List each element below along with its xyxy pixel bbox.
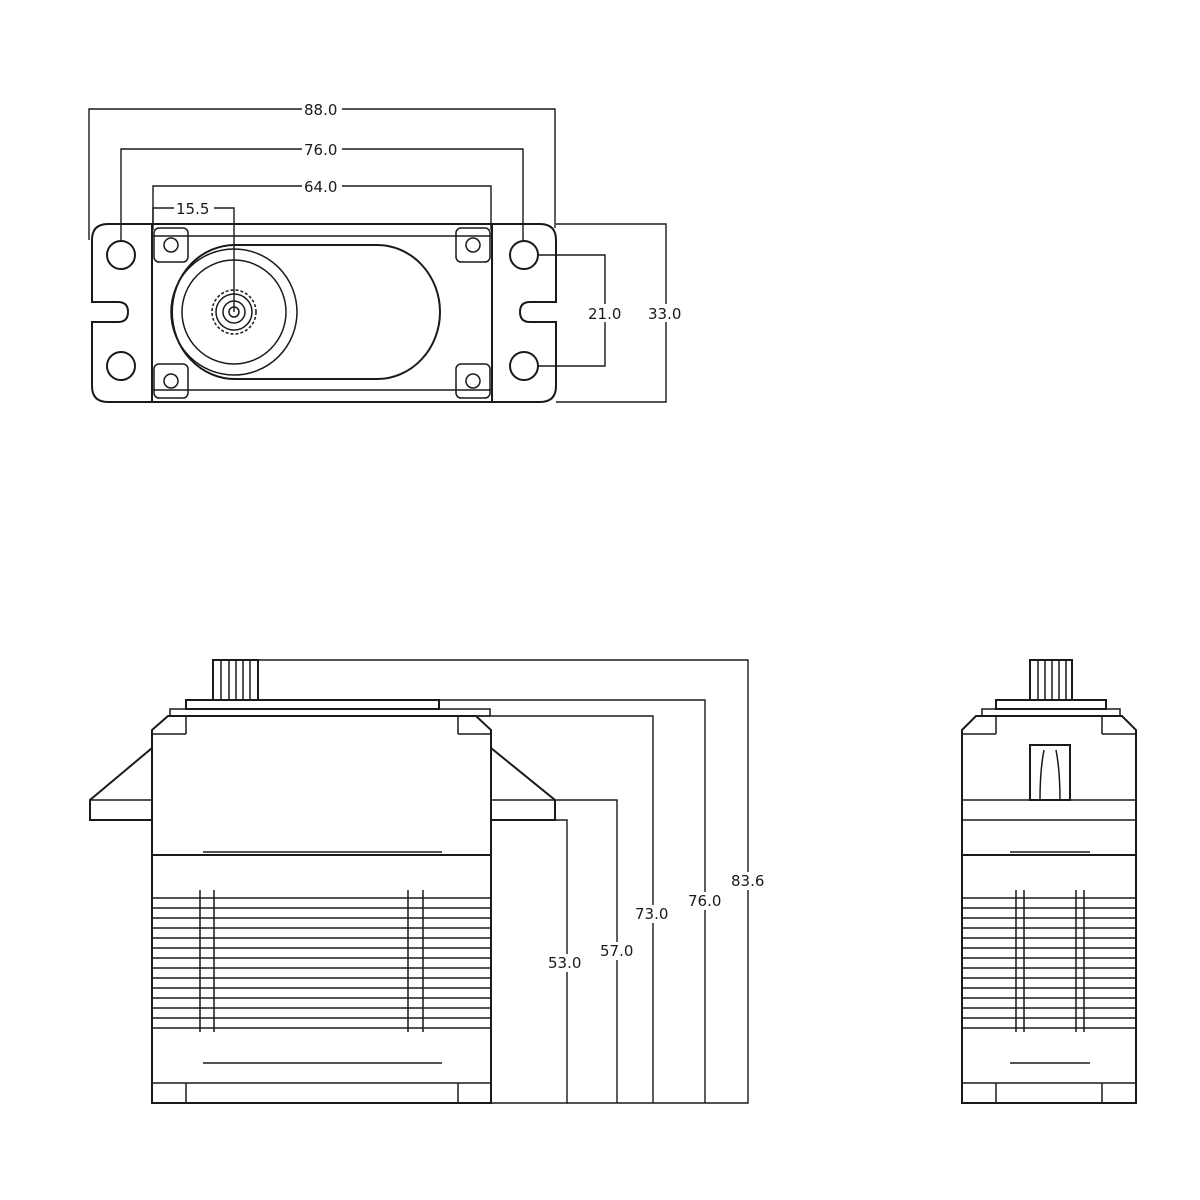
side-dimension-lines bbox=[258, 659, 749, 1104]
side-right-flange bbox=[490, 747, 556, 821]
dim-53: 53.0 bbox=[548, 954, 581, 972]
dim-83-6: 83.6 bbox=[731, 872, 764, 890]
end-view bbox=[961, 659, 1137, 1104]
case-screws bbox=[153, 227, 491, 399]
side-horn-plate bbox=[185, 699, 440, 710]
side-left-flange bbox=[89, 747, 153, 821]
side-lower-body bbox=[151, 854, 492, 1104]
dim-15-5: 15.5 bbox=[176, 200, 209, 218]
end-bracket bbox=[1029, 744, 1071, 801]
top-view: 88.0 76.0 64.0 15.5 21.0 33.0 bbox=[88, 100, 686, 403]
dim-73: 73.0 bbox=[635, 905, 668, 923]
dim-88: 88.0 bbox=[304, 101, 337, 119]
dim-64: 64.0 bbox=[304, 178, 337, 196]
top-case-body bbox=[151, 223, 493, 403]
side-view: 53.0 57.0 73.0 76.0 83.6 bbox=[89, 659, 769, 1104]
dim-76-side: 76.0 bbox=[688, 892, 721, 910]
end-upper-case bbox=[961, 715, 1137, 856]
top-flange-outline bbox=[91, 223, 557, 403]
side-upper-case bbox=[151, 715, 492, 856]
dim-76-top: 76.0 bbox=[304, 141, 337, 159]
end-lower-body bbox=[961, 854, 1137, 1104]
top-dimension-lines bbox=[88, 108, 667, 403]
dim-57: 57.0 bbox=[600, 942, 633, 960]
side-cooling-fins bbox=[151, 890, 492, 1032]
dim-33: 33.0 bbox=[648, 305, 681, 323]
side-spline bbox=[212, 659, 259, 701]
end-cooling-fins bbox=[961, 890, 1137, 1032]
dim-21: 21.0 bbox=[588, 305, 621, 323]
end-spline bbox=[1029, 659, 1073, 701]
